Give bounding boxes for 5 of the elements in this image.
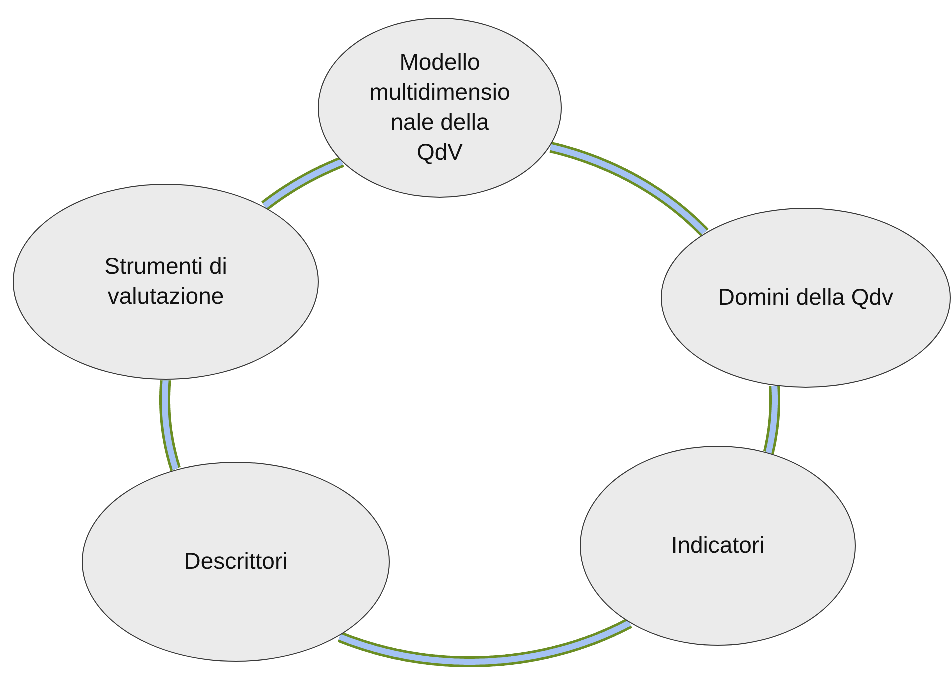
concept-label: Domini della Qdv (717, 283, 895, 312)
concept-label: Descrittori (183, 547, 289, 576)
concept-label: Indicatori (670, 531, 766, 560)
concept-label: Strumenti di valutazione (104, 252, 228, 311)
concept-label: Modello multidimensionale della QdV (368, 48, 512, 167)
